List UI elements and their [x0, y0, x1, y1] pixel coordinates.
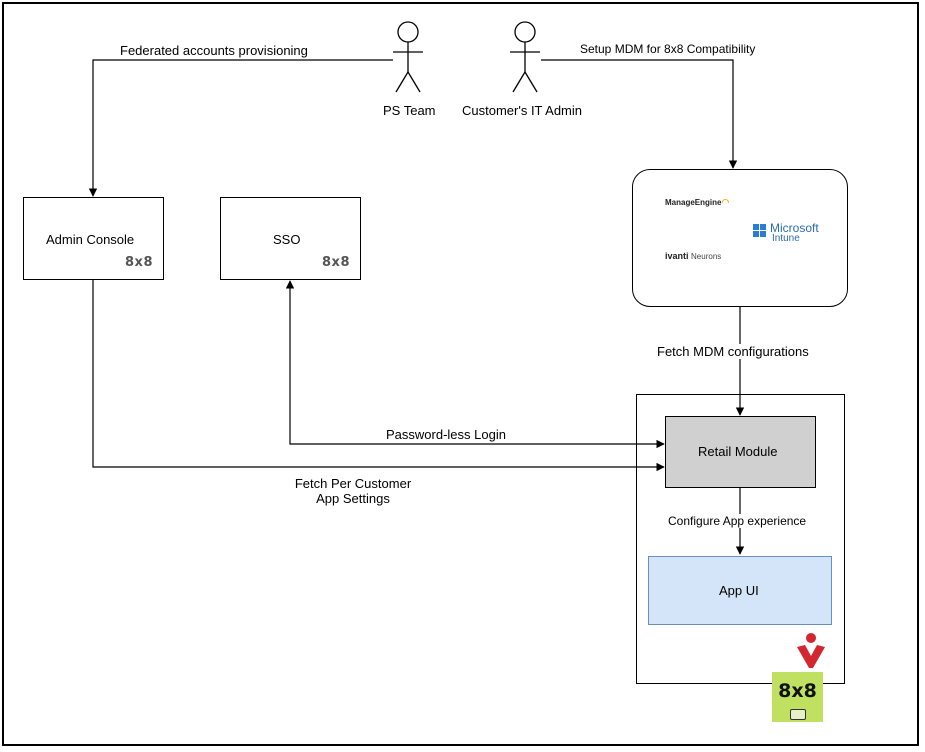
manage-engine-logo-text: ManageEngine [665, 198, 722, 207]
retail-container [636, 394, 845, 684]
ivanti-neurons-logo: ivanti Neurons [665, 251, 721, 261]
mdm-providers-node[interactable]: ManageEngine◠ Microsoft Intune ivanti Ne… [632, 169, 848, 307]
sso-node[interactable]: SSO 8x8 [220, 197, 361, 280]
sso-label: SSO [273, 232, 301, 247]
8x8-logo-icon [797, 633, 825, 668]
edge-federated-provisioning [88, 59, 393, 197]
8x8-brand-badge: 8x8 [772, 672, 823, 722]
ivanti-logo-text: ivanti [665, 251, 689, 261]
it-admin-actor-icon [510, 21, 540, 93]
actor-label-ps-team: PS Team [383, 103, 436, 118]
edge-label-fetch-settings-line2: App Settings [316, 491, 390, 506]
retail-module-label: Retail Module [698, 444, 778, 459]
edge-label-fetch-mdm: Fetch MDM configurations [655, 344, 811, 359]
edge-passwordless-login [285, 280, 665, 449]
edge-label-configure-app: Configure App experience [666, 514, 809, 528]
edge-label-passwordless: Password-less Login [386, 427, 506, 442]
admin-console-brand: 8x8 [125, 255, 153, 270]
badge-chip-icon [790, 709, 806, 720]
edge-label-setup-mdm: Setup MDM for 8x8 Compatibility [578, 42, 758, 56]
edge-label-fetch-settings-line1: Fetch Per Customer [294, 476, 412, 491]
edge-label-fetch-settings: Fetch Per Customer App Settings [286, 476, 420, 506]
app-ui-label: App UI [719, 583, 759, 598]
edge-setup-mdm [541, 59, 738, 169]
edge-label-federated: Federated accounts provisioning [118, 43, 310, 58]
ps-team-actor-icon [393, 21, 423, 93]
intune-logo-text: Intune [772, 233, 800, 244]
windows-grid-icon [753, 224, 767, 238]
microsoft-logo-text: Microsoft [770, 221, 819, 235]
admin-console-node[interactable]: Admin Console 8x8 [23, 197, 164, 280]
manage-engine-swirl-icon: ◠ [721, 197, 730, 207]
manage-engine-logo: ManageEngine◠ [665, 197, 729, 208]
actor-label-it-admin: Customer's IT Admin [462, 103, 583, 118]
edge-fetch-app-settings [92, 280, 665, 472]
neurons-logo-text: Neurons [691, 252, 722, 261]
admin-console-label: Admin Console [46, 232, 135, 247]
app-ui-node[interactable]: App UI [648, 556, 832, 625]
sso-brand: 8x8 [322, 255, 350, 270]
8x8-badge-text: 8x8 [778, 680, 817, 702]
retail-module-node[interactable]: Retail Module [665, 416, 816, 488]
